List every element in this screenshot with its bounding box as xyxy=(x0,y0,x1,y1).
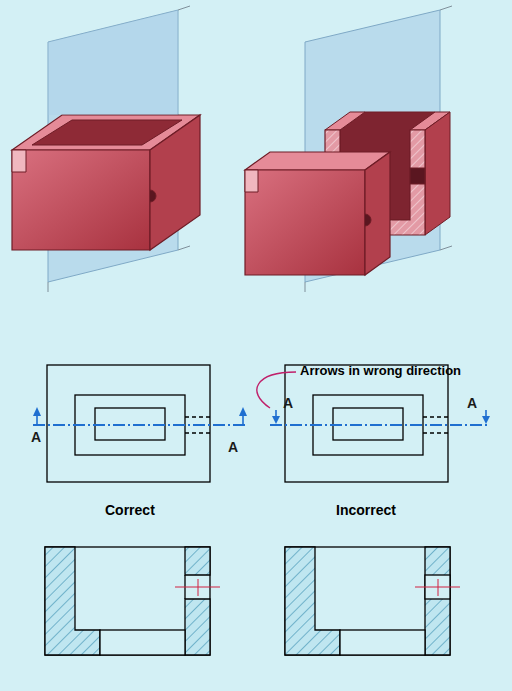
whole-block-illustration xyxy=(12,6,200,292)
section-label: A xyxy=(467,396,477,411)
correct-section-view xyxy=(45,547,220,655)
split-block-illustration xyxy=(245,6,452,292)
section-label: A xyxy=(31,430,41,445)
view-caption: Incorrect xyxy=(336,503,396,518)
section-label: A xyxy=(283,396,293,411)
section-label: A xyxy=(228,440,238,455)
view-caption: Correct xyxy=(105,503,155,518)
note-text: Arrows in wrong direction xyxy=(300,364,461,378)
incorrect-section-view xyxy=(285,547,460,655)
correct-plan-view xyxy=(33,365,247,482)
incorrect-plan-view xyxy=(257,365,490,482)
